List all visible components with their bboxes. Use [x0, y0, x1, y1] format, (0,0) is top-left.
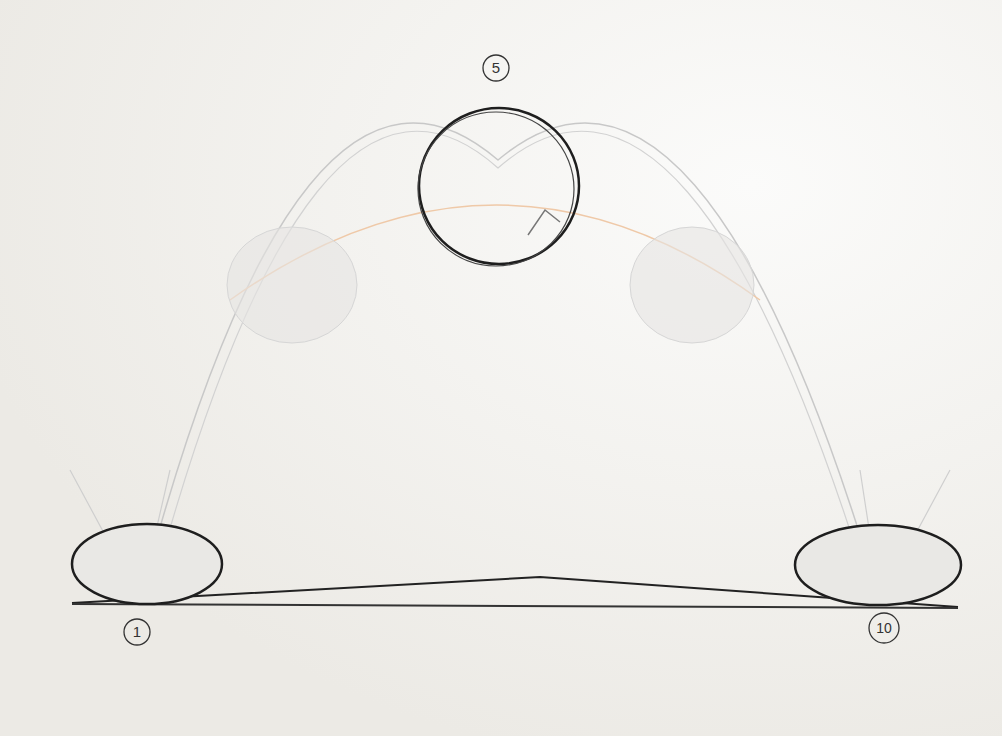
callout-number: 10	[869, 618, 899, 638]
callout-number: 5	[481, 58, 511, 78]
callout-number: 1	[122, 622, 152, 642]
squashed-ball	[72, 524, 222, 604]
squashed-ball	[795, 525, 961, 605]
arc-guide	[150, 131, 872, 600]
ground-line	[72, 604, 958, 608]
ball-apex	[419, 108, 579, 264]
ghost-ball	[630, 227, 754, 343]
ghost-ball	[227, 227, 357, 343]
arc-guide	[140, 123, 880, 600]
callout-circle	[869, 613, 899, 643]
pencil-mark	[528, 210, 560, 235]
ball-apex	[418, 112, 574, 266]
